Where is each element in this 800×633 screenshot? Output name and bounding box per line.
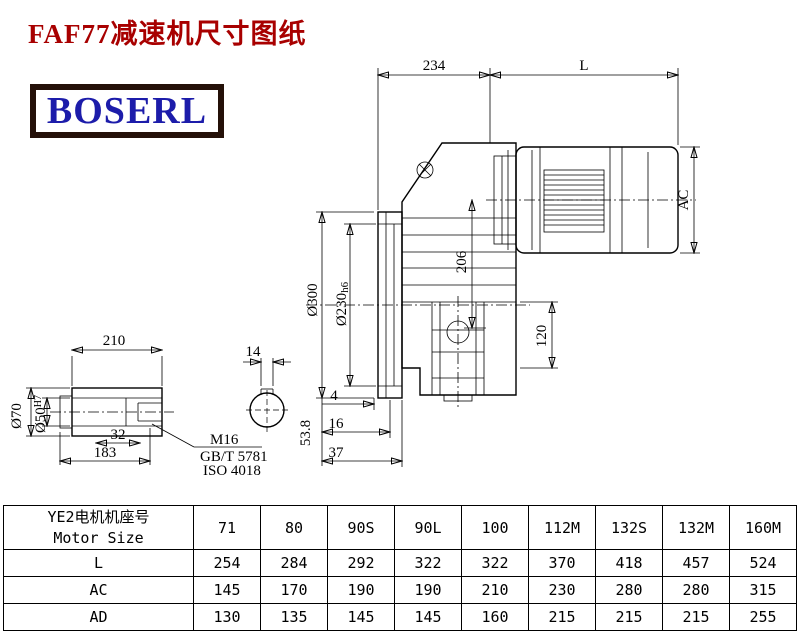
key-section-drawing: 14 <box>243 344 291 432</box>
row-label: L <box>3 549 194 577</box>
dim-37-label: 37 <box>329 445 345 461</box>
dim-300: Ø300 <box>305 212 374 398</box>
table-cell: 284 <box>260 549 328 577</box>
table-cell: 215 <box>662 603 730 631</box>
output-shaft-stub <box>443 394 473 402</box>
gear-stage-lines <box>402 217 516 303</box>
column-header: 71 <box>193 505 261 550</box>
plug-symbol <box>416 161 434 179</box>
column-header: 90S <box>327 505 395 550</box>
dim-206: 206 <box>454 200 486 328</box>
motor-size-header-en: Motor Size <box>53 528 144 547</box>
table-cell: 280 <box>662 576 730 604</box>
dim-206-label: 206 <box>454 250 470 273</box>
table-cell: 322 <box>461 549 529 577</box>
flange-drawing <box>377 211 403 399</box>
table-cell: 145 <box>394 603 462 631</box>
column-header: 112M <box>528 505 596 550</box>
page-title: FAF77减速机尺寸图纸 <box>28 19 307 49</box>
dim-16-label: 16 <box>329 416 345 432</box>
table-cell: 315 <box>729 576 797 604</box>
thread-label: M16 <box>210 432 239 448</box>
table-row-AC: AC 145 170 190 190 210 230 280 280 315 <box>3 576 797 604</box>
column-header: 90L <box>394 505 462 550</box>
tapped-hole-detail <box>137 402 162 422</box>
table-cell: 255 <box>729 603 797 631</box>
standard-iso-label: ISO 4018 <box>203 463 261 479</box>
motor-drawing <box>493 146 679 254</box>
table-cell: 280 <box>595 576 663 604</box>
table-cell: 135 <box>260 603 328 631</box>
table-row-AD: AD 130 135 145 145 160 215 215 215 255 <box>3 603 797 631</box>
dim-234: 234 <box>378 58 490 210</box>
row-label: AC <box>3 576 194 604</box>
shaft-end-cap <box>59 395 73 429</box>
table-cell: 190 <box>394 576 462 604</box>
column-header: 132M <box>662 505 730 550</box>
table-cell: 145 <box>327 603 395 631</box>
brand-logo: BOSERL <box>30 84 224 138</box>
dim-120: 120 <box>520 302 558 368</box>
table-cell: 215 <box>595 603 663 631</box>
table-cell: 370 <box>528 549 596 577</box>
dim-300-label: Ø300 <box>305 283 321 316</box>
dim-210-label: 210 <box>103 333 126 349</box>
dim-L-label: L <box>579 58 588 74</box>
row-label: AD <box>3 603 194 631</box>
output-bore <box>431 302 485 395</box>
table-cell: 145 <box>193 576 261 604</box>
dim-14-label: 14 <box>246 344 262 360</box>
table-cell: 418 <box>595 549 663 577</box>
dim-234-label: 234 <box>423 58 446 74</box>
table-cell: 210 <box>461 576 529 604</box>
motor-fins-block <box>543 169 605 233</box>
table-cell: 160 <box>461 603 529 631</box>
motor-size-header-cn: YE2电机机座号 <box>47 508 150 527</box>
column-header: 132S <box>595 505 663 550</box>
dimension-drawing: 234 L AC <box>9 58 700 479</box>
table-cell: 190 <box>327 576 395 604</box>
dim-120-label: 120 <box>534 325 550 348</box>
brand-logo-text: BOSERL <box>46 90 208 132</box>
dim-183-label: 183 <box>94 445 117 461</box>
table-cell: 322 <box>394 549 462 577</box>
table-cell: 170 <box>260 576 328 604</box>
bottom-dim-chain: 4 16 37 53.8 <box>298 388 402 467</box>
dim-230h6-label: Ø230h6 <box>334 281 351 326</box>
leader-line <box>151 423 195 448</box>
table-cell: 215 <box>528 603 596 631</box>
thread-callout: M16 GB/T 5781 ISO 4018 <box>151 423 268 479</box>
motor-fins <box>544 174 604 226</box>
table-cell: 130 <box>193 603 261 631</box>
table-cell: 254 <box>193 549 261 577</box>
flange-plate <box>377 211 403 399</box>
table-header-row: YE2电机机座号 Motor Size 71 80 90S 90L 100 11… <box>3 505 797 550</box>
dim-53-8-label: 53.8 <box>298 420 314 446</box>
dim-AC: AC <box>676 147 700 253</box>
dim-L: L <box>490 58 678 145</box>
table-cell: 230 <box>528 576 596 604</box>
dim-AC-label: AC <box>676 190 692 211</box>
dim-230h6: Ø230h6 <box>334 224 376 386</box>
dim-32-label: 32 <box>111 427 126 443</box>
output-shaft-circle <box>446 320 470 344</box>
table-cell: 292 <box>327 549 395 577</box>
table-cell: 457 <box>662 549 730 577</box>
dimension-table: YE2电机机座号 Motor Size 71 80 90S 90L 100 11… <box>3 505 797 631</box>
standard-gb-label: GB/T 5781 <box>200 449 268 465</box>
shaft-detail-drawing: 210 32 183 Ø70 Ø50H7 <box>9 333 162 465</box>
table-cell: 524 <box>729 549 797 577</box>
table-row-L: L 254 284 292 322 322 370 418 457 524 <box>3 549 797 577</box>
column-header: 80 <box>260 505 328 550</box>
column-header: 100 <box>461 505 529 550</box>
motor-size-header: YE2电机机座号 Motor Size <box>3 505 194 550</box>
dim-4-label: 4 <box>330 388 338 404</box>
dim-50H7-label: Ø50H7 <box>33 395 49 433</box>
dim-70-label: Ø70 <box>9 403 25 429</box>
column-header: 160M <box>729 505 797 550</box>
